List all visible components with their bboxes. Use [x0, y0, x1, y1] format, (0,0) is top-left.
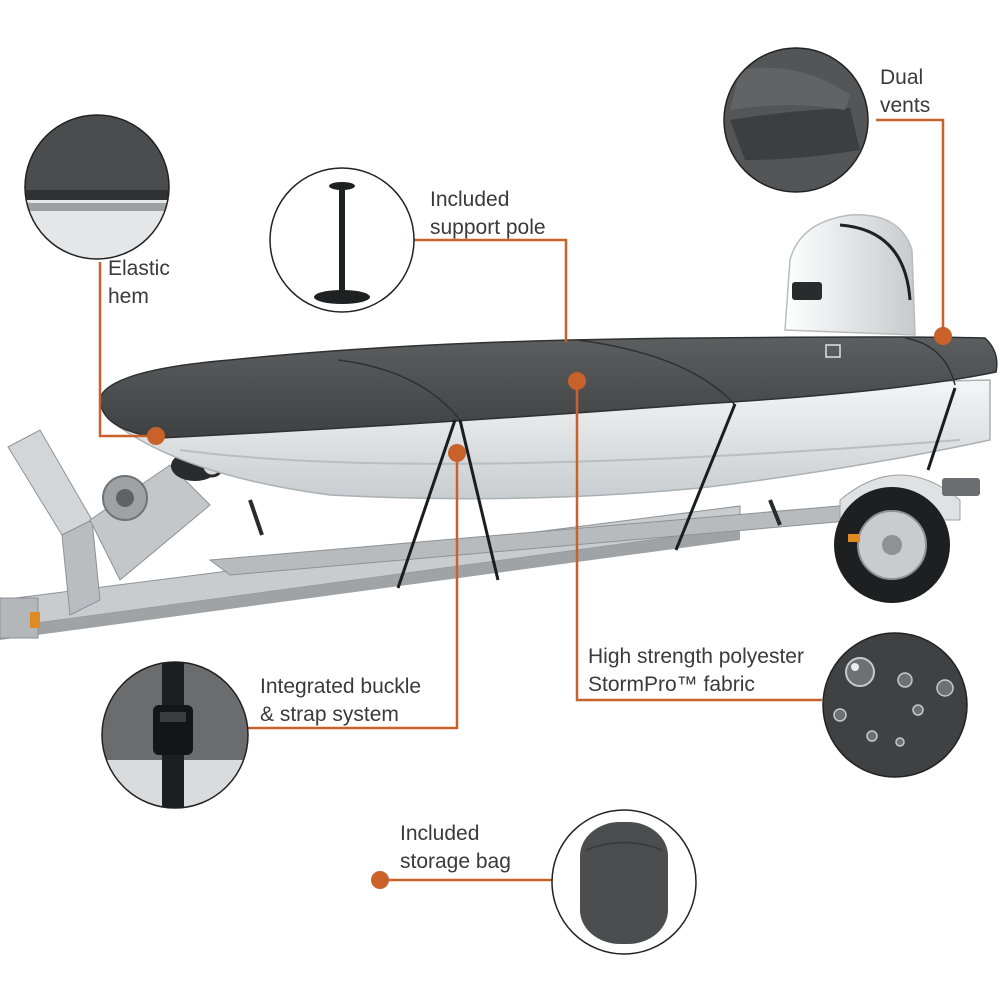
outboard-motor — [784, 214, 916, 336]
elastic-hem-line-1: Elastic — [108, 257, 170, 280]
elastic-hem-line-2: hem — [108, 285, 149, 308]
fabric-line-2: StormPro™ fabric — [588, 673, 755, 696]
fabric-label: High strength polyester StormPro™ fabric — [588, 643, 804, 699]
storage-bag-line-2: storage bag — [400, 850, 511, 873]
dual-vents-line-2: vents — [880, 94, 931, 117]
support-pole-line-2: support pole — [430, 216, 546, 239]
support-pole-line-1: Included — [430, 188, 510, 211]
buckle-icon — [101, 661, 249, 809]
elastic-hem-label: Elastic hem — [108, 255, 170, 311]
buckle-strap-line-1: Integrated buckle — [260, 675, 422, 698]
dual-vents-line-1: Dual — [880, 66, 924, 89]
callout-dots — [147, 327, 952, 889]
vent-icon — [723, 47, 869, 193]
boat-cover — [99, 336, 998, 589]
water-droplets-icon — [822, 632, 968, 778]
storage-bag-icon — [551, 809, 697, 955]
buckle-strap-label: Integrated buckle & strap system — [260, 673, 421, 729]
fabric-line-1: High strength polyester — [588, 645, 804, 668]
support-pole-label: Included support pole — [430, 186, 546, 242]
trailer — [0, 429, 980, 640]
storage-bag-label: Included storage bag — [400, 820, 511, 876]
callout-lines — [98, 118, 945, 882]
elastic-hem-icon — [24, 114, 170, 260]
buckle-strap-line-2: & strap system — [260, 703, 399, 726]
dual-vents-label: Dual vents — [880, 64, 930, 120]
support-pole-icon — [269, 167, 415, 313]
storage-bag-line-1: Included — [400, 822, 480, 845]
